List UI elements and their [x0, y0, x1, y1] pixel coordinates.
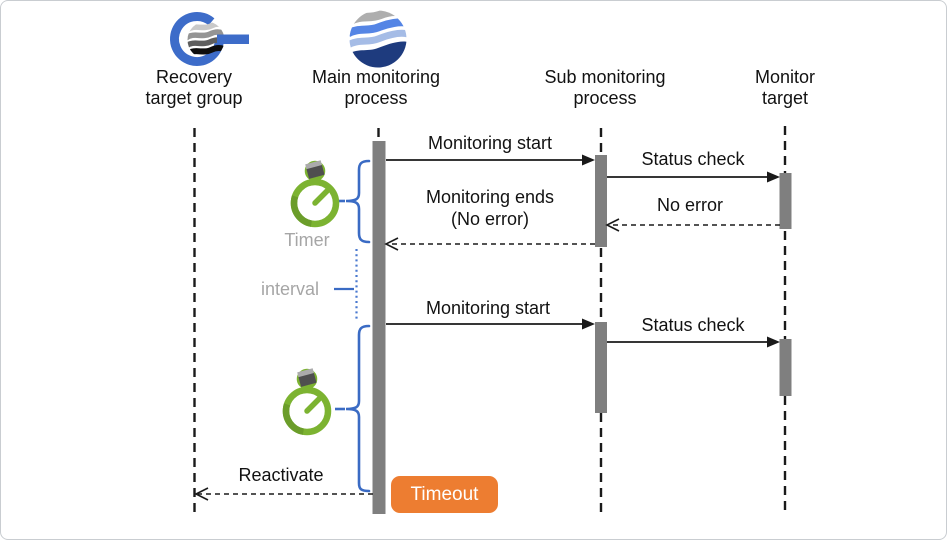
- activation-bar-sub-1: [595, 155, 607, 247]
- activation-bar-sub-2: [595, 322, 607, 413]
- wave-sphere-logo-icon: [349, 10, 407, 68]
- activation-bar-monitor-2: [779, 339, 792, 396]
- lifeline-header-recovery-target-group: Recovery target group: [145, 67, 243, 108]
- timer-stopwatch-icon: [282, 368, 332, 436]
- message-label-monitoring-ends-line2: (No error): [450, 209, 530, 229]
- message-label-no-error: No error: [656, 195, 724, 215]
- arrow-no-error: [605, 218, 780, 232]
- message-label-status-check-2: Status check: [641, 315, 745, 335]
- timer-label: Timer: [284, 230, 330, 250]
- g-wave-logo-icon: [170, 12, 249, 66]
- interval-label: interval: [260, 279, 320, 299]
- activation-bar-main: [372, 141, 386, 514]
- lifeline-header-monitor-target: Monitor target: [754, 67, 816, 108]
- message-label-monitoring-start-1: Monitoring start: [427, 133, 553, 153]
- lifeline-header-sub-monitoring-process: Sub monitoring process: [544, 67, 666, 108]
- message-label-monitoring-ends-line1: Monitoring ends: [425, 187, 555, 207]
- arrow-reactivate: [194, 487, 373, 501]
- message-label-reactivate: Reactivate: [238, 465, 324, 485]
- lifeline-header-main-monitoring-process: Main monitoring process: [311, 67, 441, 108]
- message-label-status-check-1: Status check: [641, 149, 745, 169]
- arrow-monitoring-start-2: [386, 318, 595, 330]
- activation-bar-monitor-1: [779, 173, 792, 229]
- arrow-monitoring-start-1: [386, 154, 595, 166]
- arrow-status-check-1: [607, 171, 780, 183]
- message-label-monitoring-start-2: Monitoring start: [425, 298, 551, 318]
- timeout-badge: Timeout: [391, 476, 498, 513]
- arrow-monitoring-ends: [384, 237, 595, 251]
- message-label-monitoring-ends: Monitoring ends (No error): [426, 186, 554, 230]
- timer-stopwatch-icon: [290, 160, 340, 228]
- timer-brace-2: [345, 324, 371, 493]
- timer-brace-1: [345, 159, 371, 244]
- arrow-status-check-2: [607, 336, 780, 348]
